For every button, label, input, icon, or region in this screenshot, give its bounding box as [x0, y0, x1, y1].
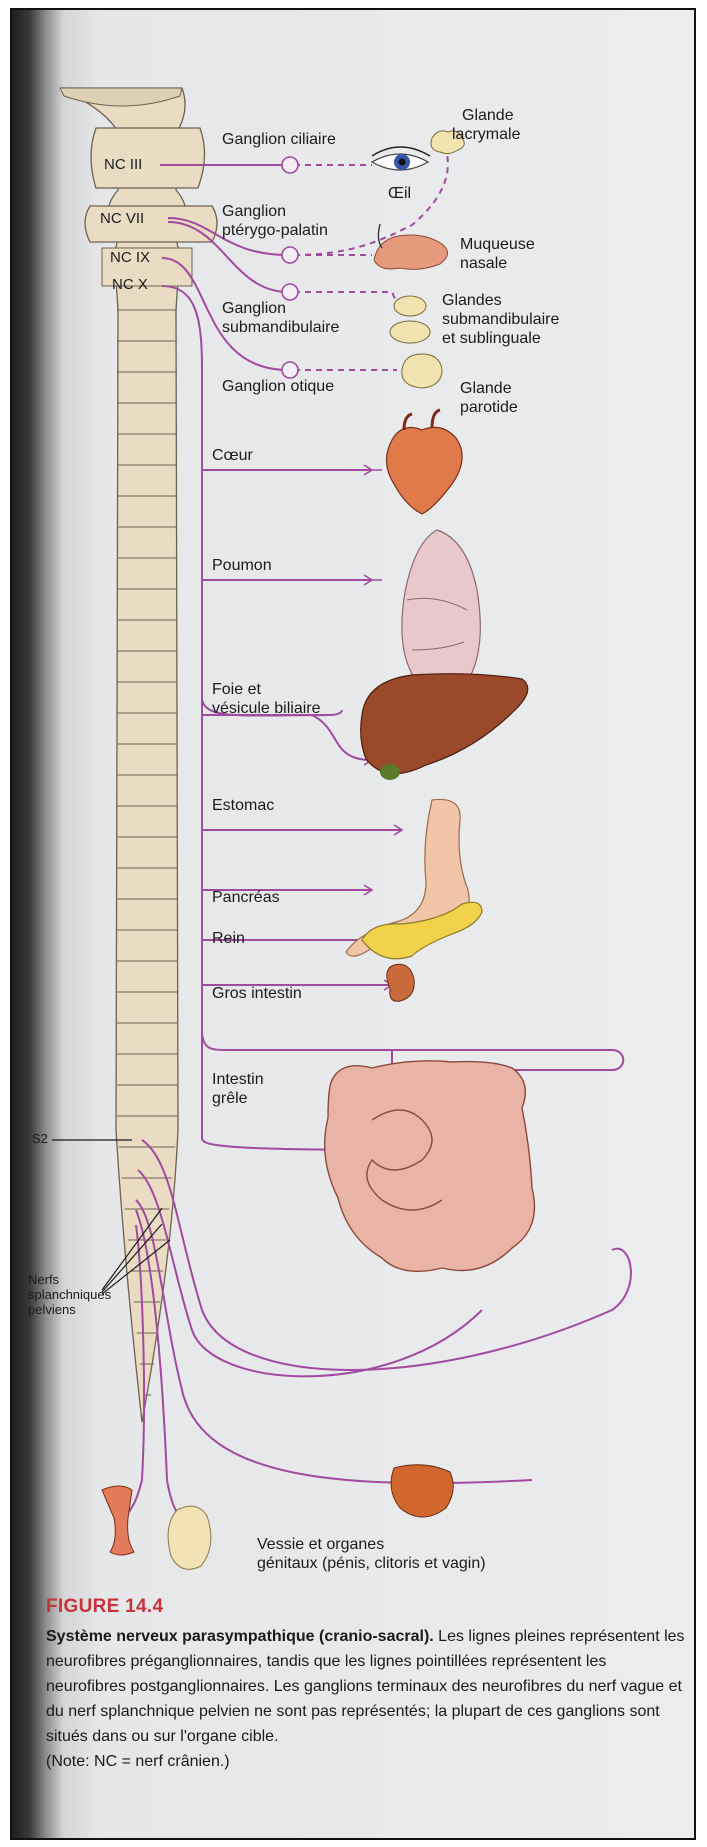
eye-icon: [372, 147, 430, 170]
small-intestine-label-1: Intestin: [212, 1070, 264, 1089]
intestines-icon: [325, 1061, 535, 1271]
parotid-label-1: Glande: [460, 379, 512, 398]
submandibular-ganglion: [282, 284, 298, 300]
pelvic-nerves-label-2: splanchniques: [28, 1287, 111, 1302]
ganglia: [282, 157, 298, 378]
ciliary-ganglion-label: Ganglion ciliaire: [222, 130, 336, 149]
kidney-label: Rein: [212, 929, 245, 948]
nasal-label-2: nasale: [460, 254, 507, 273]
bladder-icon: [391, 1465, 453, 1517]
nasal-label-1: Muqueuse: [460, 235, 535, 254]
caption-heading: Système nerveux parasympathique (cranio-…: [46, 1628, 434, 1645]
liver-label-1: Foie et: [212, 680, 261, 699]
nasal-mucosa-icon: [374, 224, 448, 269]
caption-text: Les lignes pleines représentent les neur…: [46, 1628, 685, 1745]
salivary-glands-icon: [390, 296, 430, 343]
submandibular-ganglion-label-2: submandibulaire: [222, 318, 339, 337]
stomach-label: Estomac: [212, 796, 274, 815]
nc3-label: NC III: [104, 156, 142, 173]
caption-body: Système nerveux parasympathique (cranio-…: [46, 1624, 686, 1749]
otic-ganglion: [282, 362, 298, 378]
large-intestine-label: Gros intestin: [212, 984, 302, 1003]
figure-caption: FIGURE 14.4 Système nerveux parasympathi…: [46, 1596, 686, 1774]
ciliary-ganglion: [282, 157, 298, 173]
salivary-label-2: submandibulaire: [442, 310, 559, 329]
salivary-label-3: et sublinguale: [442, 329, 541, 348]
figure-label: FIGURE 14.4: [46, 1596, 686, 1618]
liver-label-2: vésicule biliaire: [212, 699, 321, 718]
pterygopalatine-label-2: ptérygo-palatin: [222, 221, 328, 240]
caption-note: (Note: NC = nerf crânien.): [46, 1749, 686, 1774]
nc7-label: NC VII: [100, 210, 144, 227]
rectum-icon: [102, 1486, 134, 1555]
bladder-label-2: génitaux (pénis, clitoris et vagin): [257, 1554, 486, 1573]
lacrimal-label-1: Glande: [462, 106, 514, 125]
parasympathetic-diagram: [12, 10, 696, 1590]
lung-label: Poumon: [212, 556, 272, 575]
pelvic-nerves-label-1: Nerfs: [28, 1272, 59, 1287]
lung-icon: [402, 530, 480, 687]
salivary-label-1: Glandes: [442, 291, 502, 310]
small-intestine-label-2: grêle: [212, 1089, 248, 1108]
kidney-icon: [387, 964, 414, 1001]
lacrimal-label-2: lacrymale: [452, 125, 520, 144]
pelvic-nerves-label-3: pelviens: [28, 1302, 76, 1317]
s2-label: S2: [32, 1131, 48, 1146]
genital-organs-icon: [168, 1506, 211, 1569]
pancreas-label: Pancréas: [212, 888, 280, 907]
pterygopalatine-label-1: Ganglion: [222, 202, 286, 221]
otic-ganglion-label: Ganglion otique: [222, 377, 334, 396]
parotid-gland-icon: [402, 354, 442, 388]
heart-icon: [386, 410, 462, 514]
pterygopalatine-ganglion: [282, 247, 298, 263]
nc9-label: NC IX: [110, 249, 150, 266]
submandibular-ganglion-label-1: Ganglion: [222, 299, 286, 318]
eye-label: Œil: [388, 184, 411, 203]
liver-icon: [361, 674, 528, 780]
nc10-label: NC X: [112, 276, 148, 293]
parotid-label-2: parotide: [460, 398, 518, 417]
figure-page: NC III NC VII NC IX NC X S2 Ganglion cil…: [10, 8, 696, 1840]
bladder-label-1: Vessie et organes: [257, 1535, 384, 1554]
heart-label: Cœur: [212, 446, 253, 465]
